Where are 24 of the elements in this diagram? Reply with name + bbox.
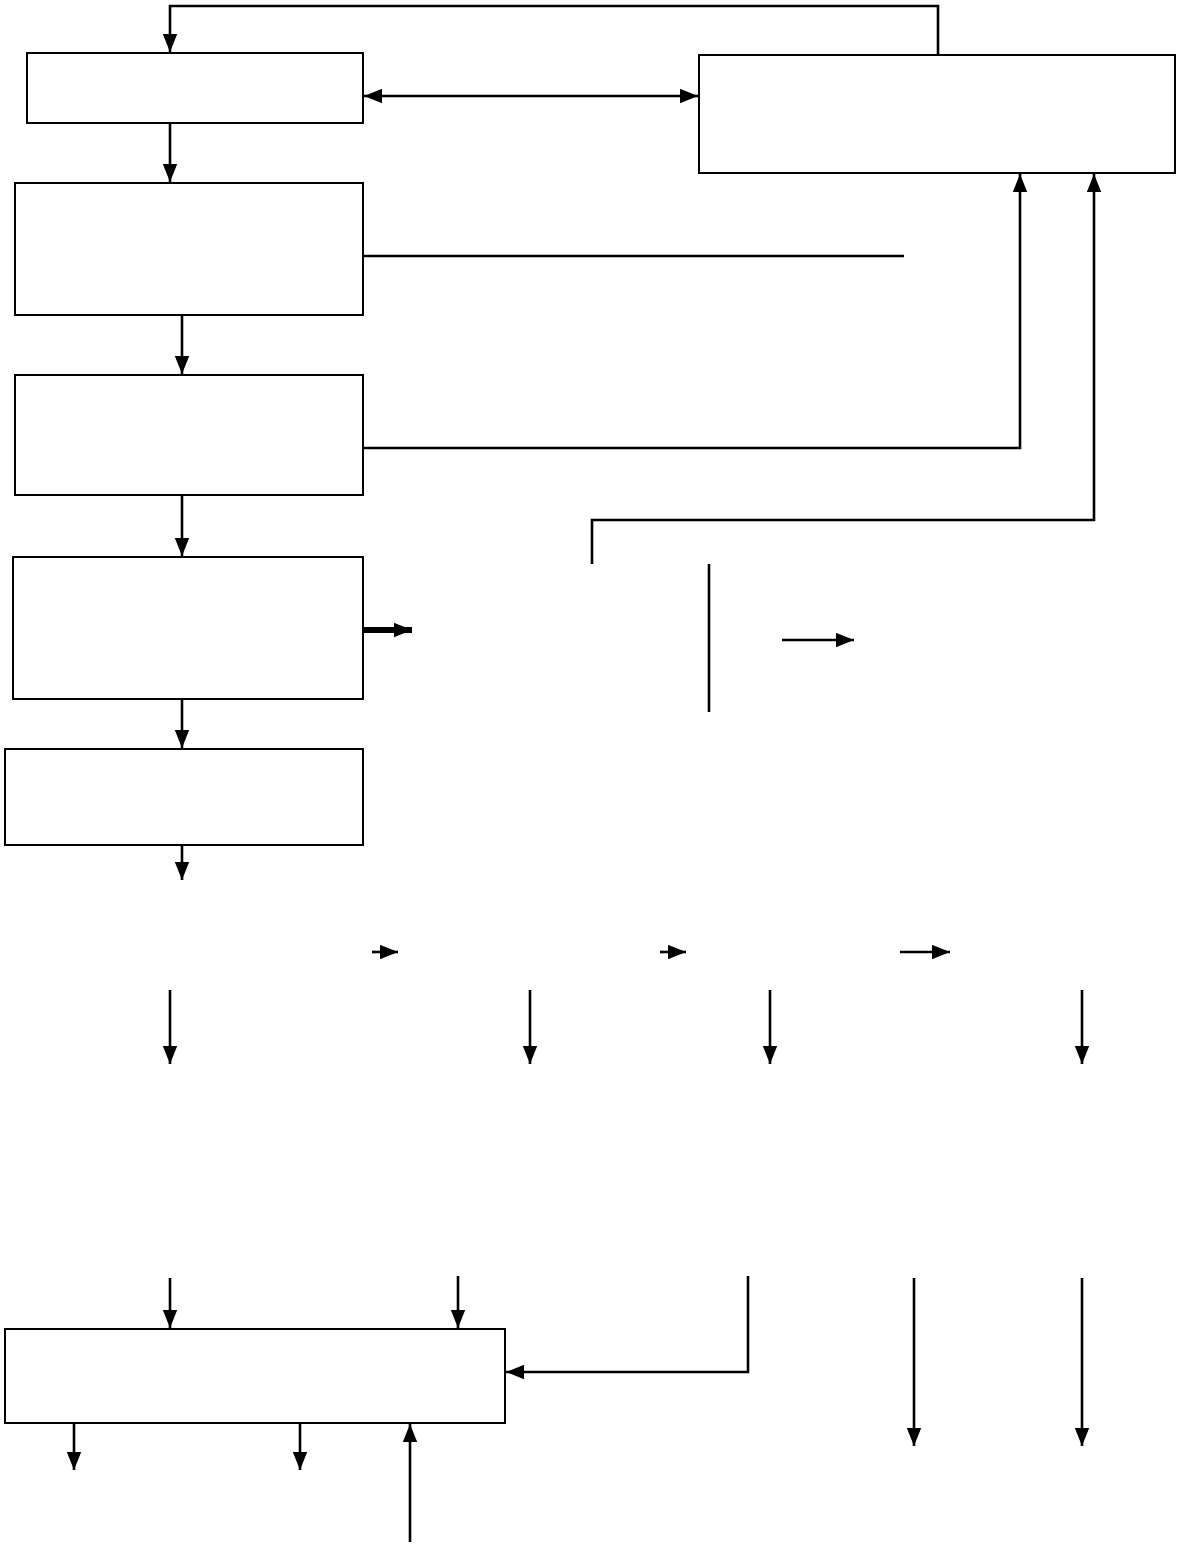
process-box [14,182,364,316]
arrow [174,496,190,556]
arrow [364,174,1028,450]
process-box [4,1328,506,1424]
process-box [12,556,364,700]
arrow [174,316,190,374]
process-box [26,52,364,124]
connector-line [364,254,904,258]
process-box [698,54,1176,174]
arrow [162,124,178,182]
arrow [506,1276,750,1380]
arrow [66,1424,82,1470]
arrow [174,700,190,748]
arrow [402,1424,418,1542]
arrow [590,174,1102,564]
arrow [292,1424,308,1470]
arrow [364,622,412,638]
arrow [450,1276,466,1328]
arrow [162,1278,178,1328]
process-box [4,748,364,846]
arrow [174,846,190,880]
process-box [14,374,364,496]
arrow [162,4,940,54]
double-headed-arrow [364,88,698,104]
